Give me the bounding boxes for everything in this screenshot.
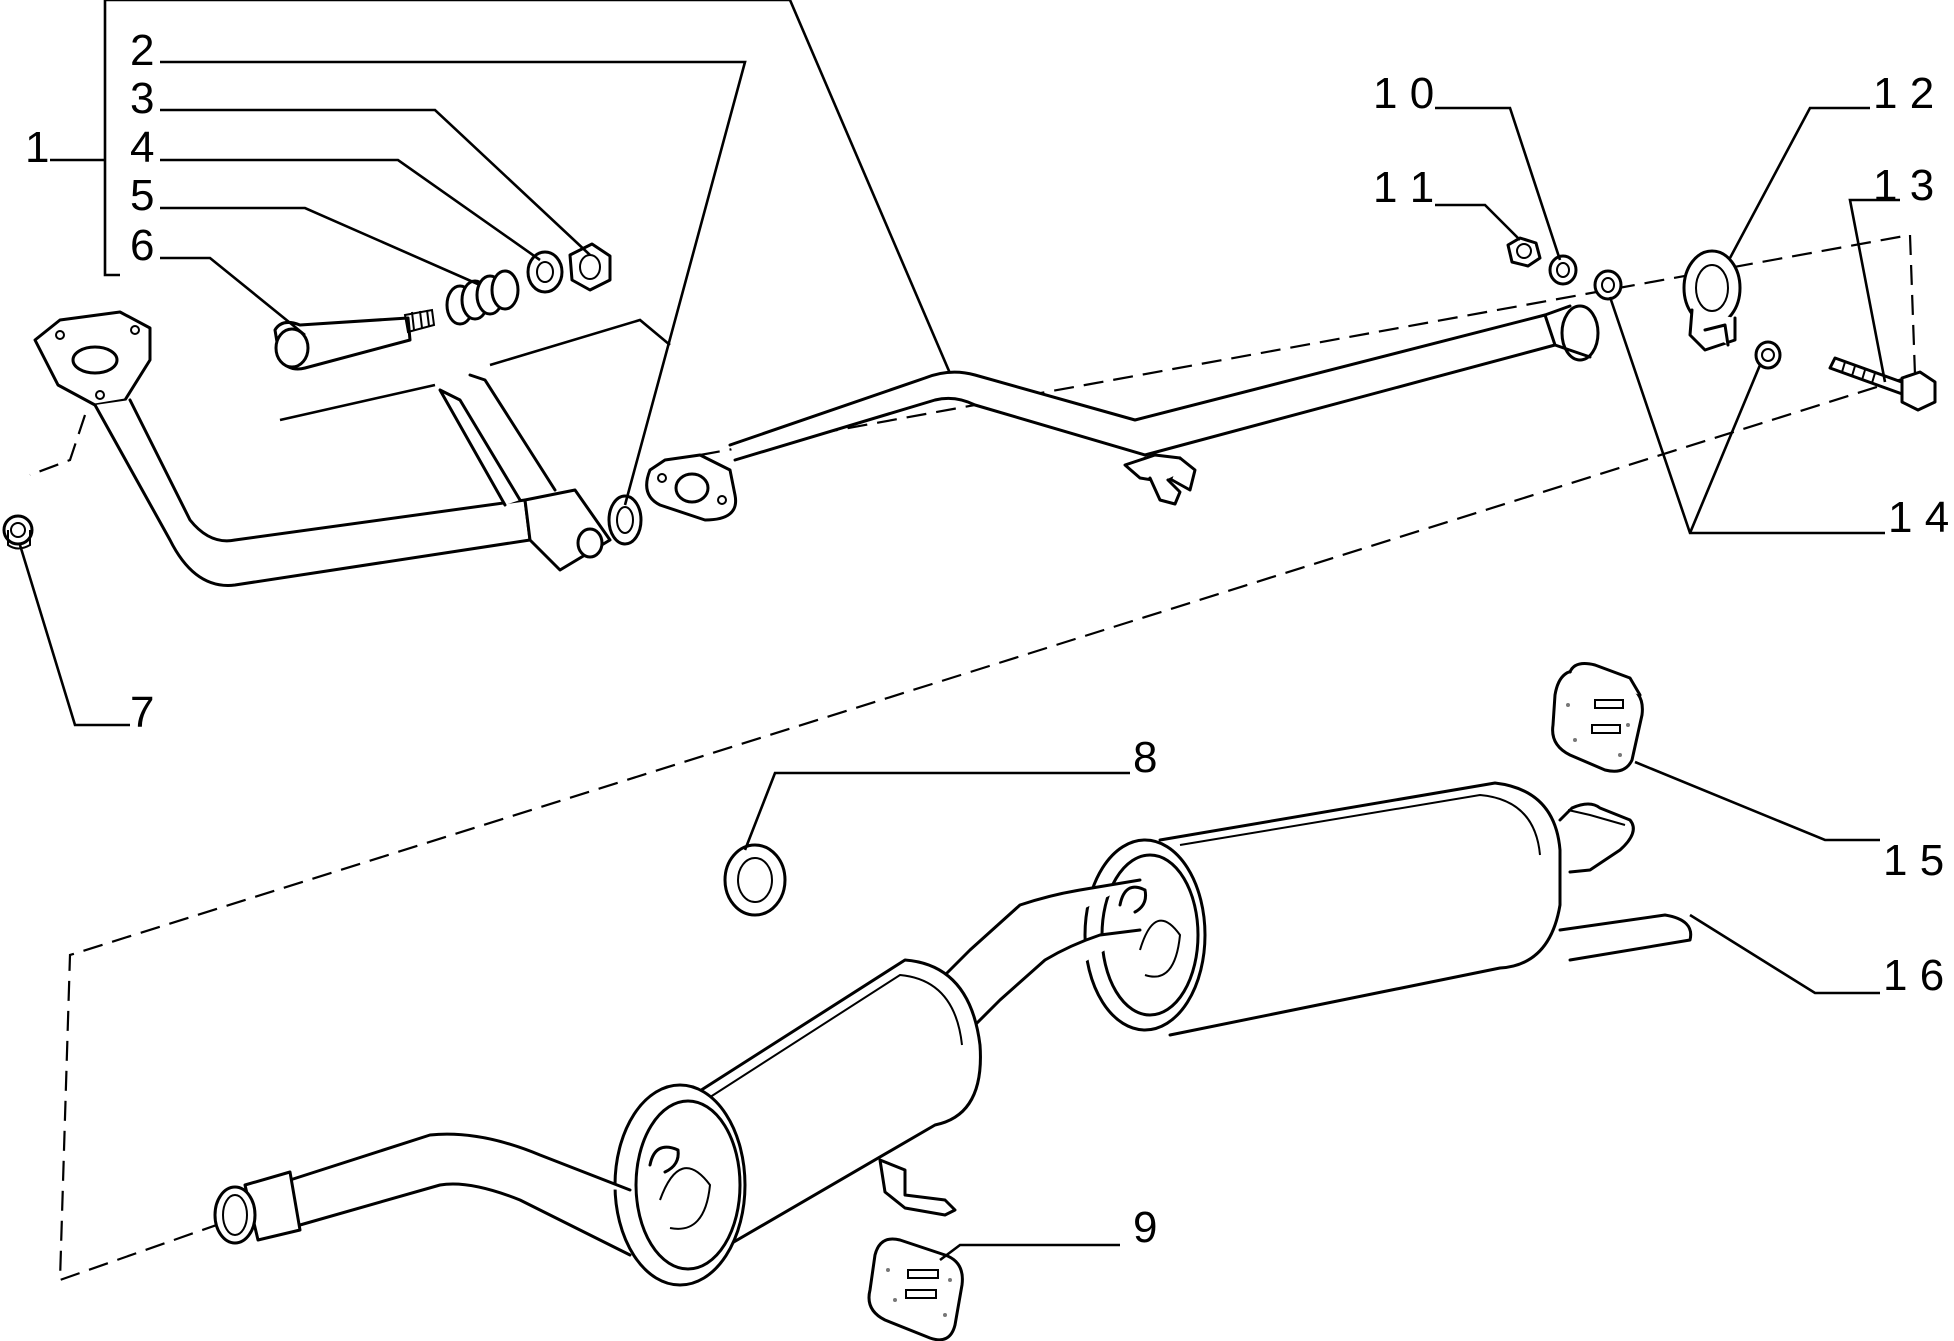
- callout-10: 1 0: [1373, 69, 1434, 118]
- front-downpipe: [33, 310, 671, 587]
- center-pipe: [645, 304, 1600, 522]
- callout-2: 2: [130, 26, 154, 75]
- nut-7: [2, 514, 34, 550]
- callout-3: 3: [130, 74, 154, 123]
- callout-labels: 1 2 3 4 5 6 7 8 9 1 0 1 1 1 2 1 3 1 4 1 …: [25, 26, 1949, 1252]
- callout-9: 9: [1133, 1203, 1157, 1252]
- callout-5: 5: [130, 171, 154, 220]
- callout-4: 4: [130, 123, 154, 172]
- fastener-set-right: [1506, 236, 1782, 370]
- front-muffler: [613, 958, 982, 1287]
- bolt-13: [1828, 356, 1937, 412]
- callout-7: 7: [130, 688, 154, 737]
- rear-muffler: [1083, 781, 1693, 1037]
- callout-16: 1 6: [1883, 951, 1944, 1000]
- rubber-mount-9: [867, 1237, 964, 1341]
- callout-8: 8: [1133, 733, 1157, 782]
- callout-14: 1 4: [1888, 493, 1949, 542]
- item-1-bracket: [50, 0, 957, 386]
- gasket-ring-8: [723, 843, 787, 917]
- inlet-pipe: [213, 1132, 632, 1257]
- intermediate-pipe: [933, 878, 1142, 1027]
- callout-13: 1 3: [1873, 161, 1934, 210]
- clamp-12: [1682, 249, 1742, 352]
- leader-lines: [18, 60, 1900, 1262]
- callout-6: 6: [130, 221, 154, 270]
- callout-15: 1 5: [1883, 836, 1944, 885]
- callout-12: 1 2: [1873, 69, 1934, 118]
- rubber-mount-15: [1551, 662, 1644, 773]
- spring-bolt-set: [273, 242, 612, 371]
- callout-1: 1: [25, 123, 49, 172]
- callout-11: 1 1: [1373, 163, 1434, 212]
- gasket-2: [607, 494, 643, 546]
